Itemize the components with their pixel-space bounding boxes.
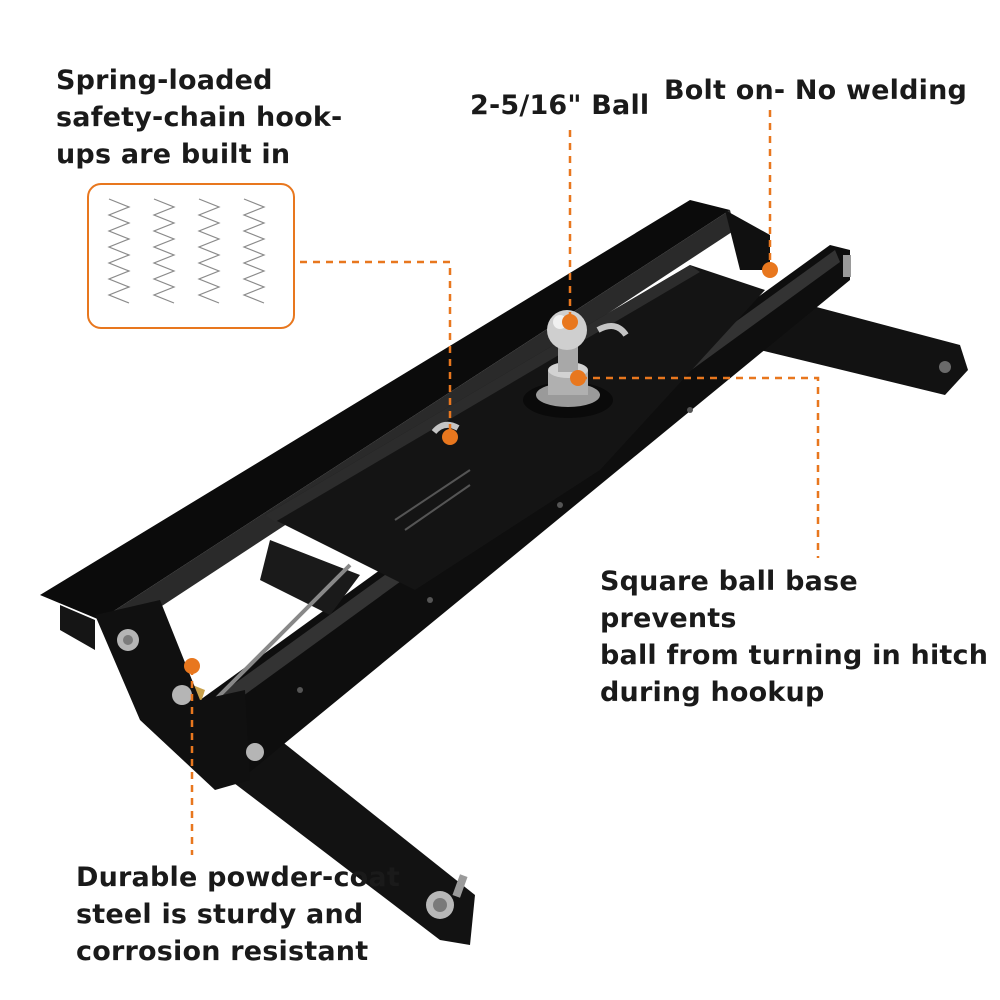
safety-chain-hooks <box>431 323 629 435</box>
spring-marker <box>442 429 458 445</box>
spring-callout-line <box>300 260 452 430</box>
spring-coil-icon <box>107 198 266 304</box>
ball-size-callout: 2-5/16" Ball <box>470 90 650 121</box>
bolt-on-callout: Bolt on- No welding <box>664 75 968 106</box>
square-marker <box>570 370 586 386</box>
hitch-ball <box>523 310 613 418</box>
powder-marker <box>184 658 200 674</box>
bolt-marker <box>762 262 778 278</box>
ball-marker <box>562 314 578 330</box>
square-base-callout: Square ball base prevents ball from turn… <box>600 566 989 708</box>
right-mounting-bracket <box>760 300 968 395</box>
callout-lines <box>190 110 820 855</box>
left-end-bracket <box>95 600 264 790</box>
powder-coat-callout: Durable powder-coat steel is sturdy and … <box>76 862 400 967</box>
center-plate <box>265 265 765 590</box>
right-end-bracket <box>725 210 851 277</box>
left-mounting-bracket <box>230 740 475 945</box>
square-callout-line <box>580 376 820 558</box>
spring-inset <box>87 183 295 329</box>
spring-hooks-callout: Spring-loaded safety-chain hook- ups are… <box>56 65 343 170</box>
orange-dot-marker <box>184 262 778 674</box>
